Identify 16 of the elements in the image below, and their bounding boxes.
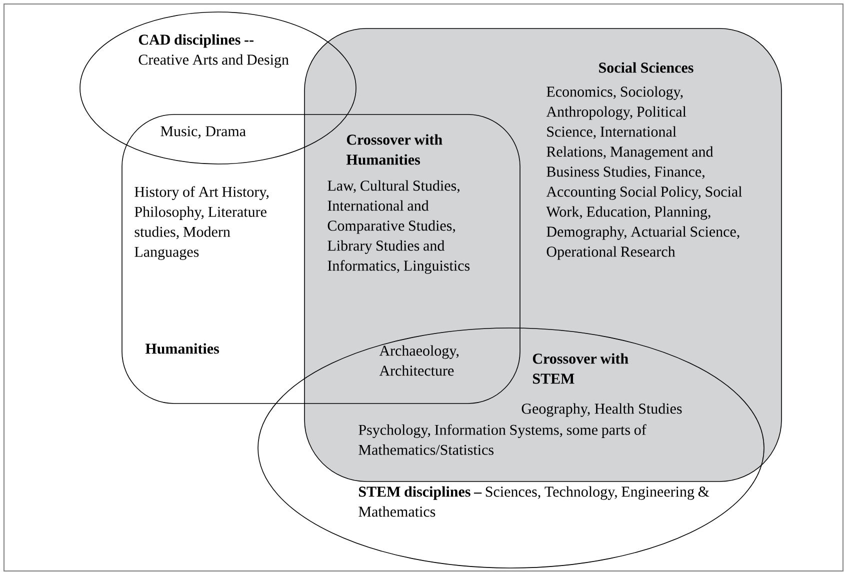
overlap-text: Geography, Health Studies [522,403,682,417]
category-text: Economics, Sociology, Anthropology, Political Science, International Relations, Management and Business Studies, Finance, Accounting Social Policy, Social Work, Education, Planning, Demography, Actuarial Science, Operational Research [546,86,742,260]
venn-rounded-box [122,114,520,404]
heading: Crossover with STEM [532,353,628,384]
overlap-text: Archaeology, Architecture [379,345,459,376]
heading: Social Sciences [599,62,694,73]
venn-rounded-box [304,28,782,482]
category-text: CAD disciplines -- Creative Arts and Design [138,34,289,68]
heading: Crossover with Humanities [346,134,442,165]
overlap-text: Psychology, Information Systems, some parts of Mathematics/Statistics [358,424,646,455]
category-text: History of Art History, Philosophy, Literature studies, Modern Languages [134,186,269,260]
heading: Humanities [145,343,220,354]
category-text: STEM disciplines – Sciences, Technology, Engineering & Mathematics [358,486,710,517]
venn-ellipse [258,328,764,568]
overlap-text: Law, Cultural Studies, International and Comparative Studies, Library Studies and Informatics, Linguistics [328,180,470,274]
overlap-text: Music, Drama [160,126,246,138]
